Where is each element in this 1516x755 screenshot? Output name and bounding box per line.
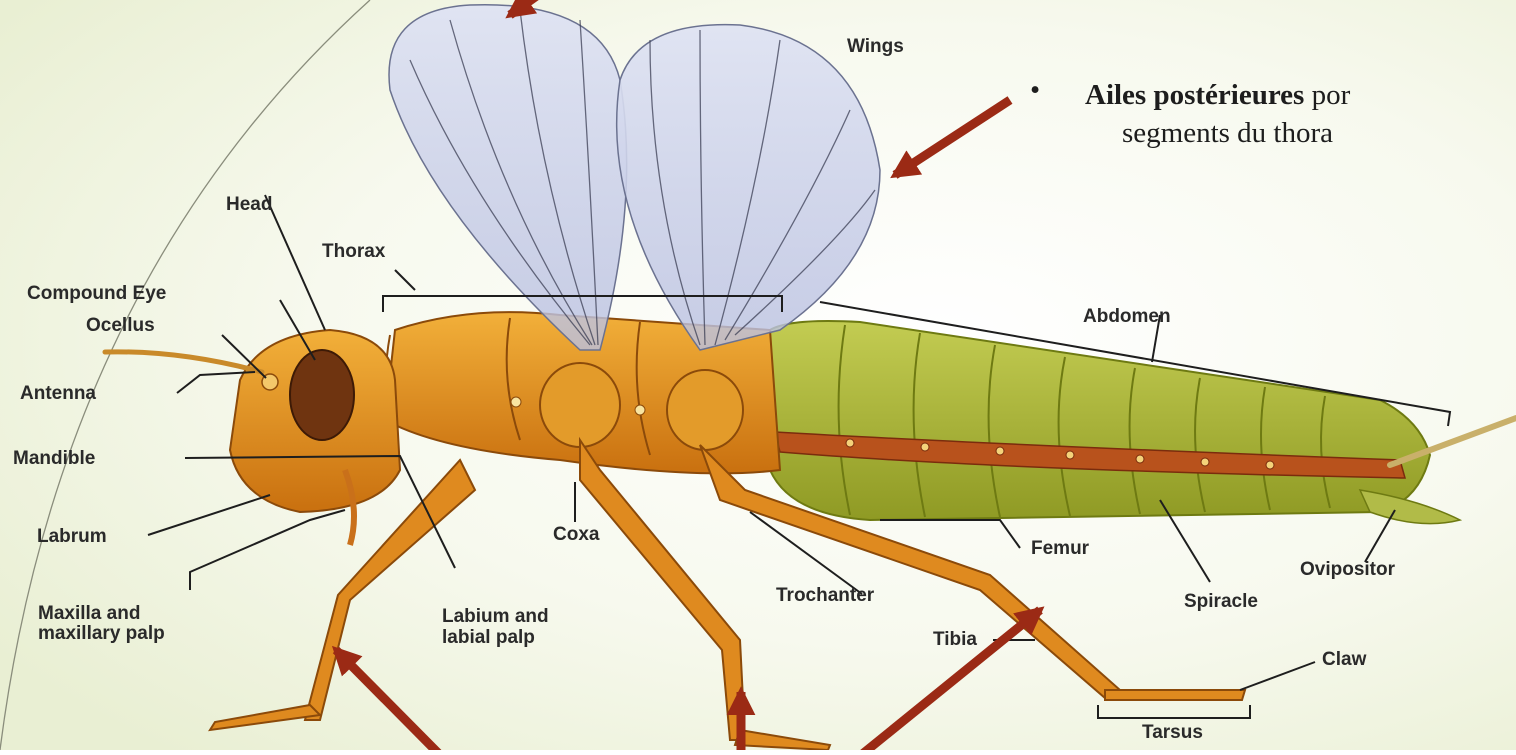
bullet-rest: por bbox=[1304, 79, 1350, 111]
compound-eye-shape bbox=[290, 350, 354, 440]
bullet-line-1: Ailes postérieures por bbox=[1085, 78, 1350, 112]
label-trochanter: Trochanter bbox=[776, 586, 874, 606]
label-thorax: Thorax bbox=[322, 242, 385, 262]
label-head: Head bbox=[226, 195, 272, 215]
label-compound-eye: Compound Eye bbox=[27, 284, 166, 304]
label-tibia: Tibia bbox=[933, 630, 977, 650]
label-ovipositor: Ovipositor bbox=[1300, 560, 1395, 580]
label-mandible: Mandible bbox=[13, 449, 95, 469]
label-tarsus: Tarsus bbox=[1142, 723, 1203, 743]
label-abdomen: Abdomen bbox=[1083, 307, 1171, 327]
label-maxilla-line1: Maxilla and bbox=[38, 604, 140, 624]
bullet-bold: Ailes postérieures bbox=[1085, 79, 1304, 111]
label-spiracle: Spiracle bbox=[1184, 592, 1258, 612]
label-labium-line2: labial palp bbox=[442, 628, 535, 648]
label-femur: Femur bbox=[1031, 539, 1089, 559]
label-labrum: Labrum bbox=[37, 527, 107, 547]
label-ocellus: Ocellus bbox=[86, 316, 155, 336]
label-antenna: Antenna bbox=[20, 384, 96, 404]
label-labium-line1: Labium and bbox=[442, 607, 549, 627]
label-coxa: Coxa bbox=[553, 525, 599, 545]
label-wings: Wings bbox=[847, 37, 904, 57]
label-maxilla-line2: maxillary palp bbox=[38, 624, 165, 644]
bullet-line-2: segments du thora bbox=[1122, 116, 1333, 150]
bullet-dot: • bbox=[1030, 74, 1040, 107]
label-claw: Claw bbox=[1322, 650, 1366, 670]
